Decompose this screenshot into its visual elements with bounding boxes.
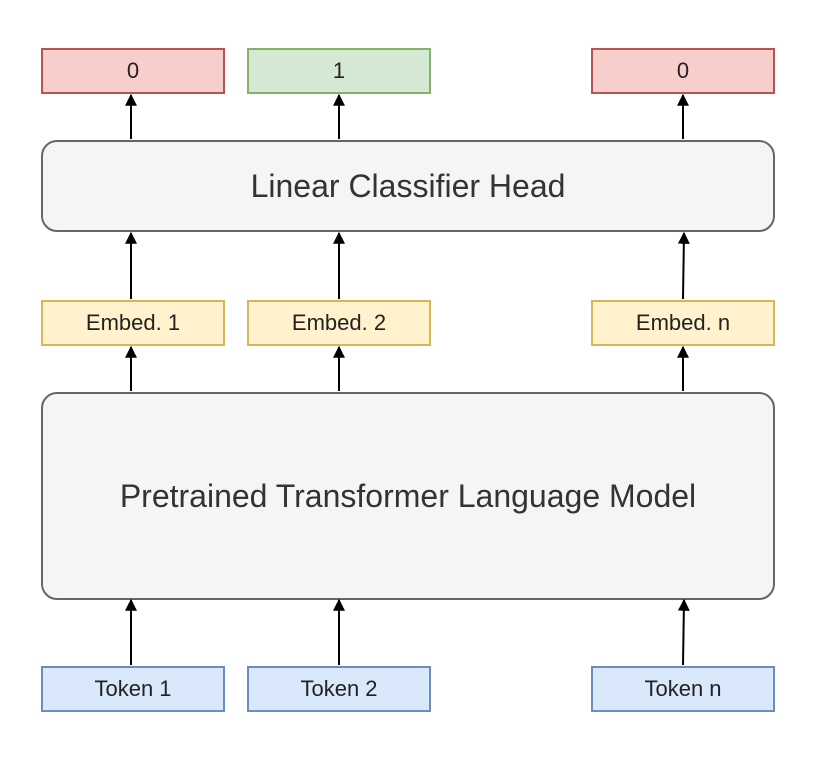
token-n: Token n bbox=[591, 666, 775, 712]
output-label-1: 0 bbox=[41, 48, 225, 94]
embedding-2: Embed. 2 bbox=[247, 300, 431, 346]
pretrained-transformer-block: Pretrained Transformer Language Model bbox=[41, 392, 775, 600]
linear-classifier-head: Linear Classifier Head bbox=[41, 140, 775, 232]
embedding-1: Embed. 1 bbox=[41, 300, 225, 346]
embedding-n: Embed. n bbox=[591, 300, 775, 346]
output-label-n: 0 bbox=[591, 48, 775, 94]
arrow-embedn-to-head bbox=[677, 231, 690, 300]
token-2: Token 2 bbox=[247, 666, 431, 712]
output-label-2: 1 bbox=[247, 48, 431, 94]
token-1: Token 1 bbox=[41, 666, 225, 712]
arrow-tokenn-to-model bbox=[677, 598, 690, 666]
